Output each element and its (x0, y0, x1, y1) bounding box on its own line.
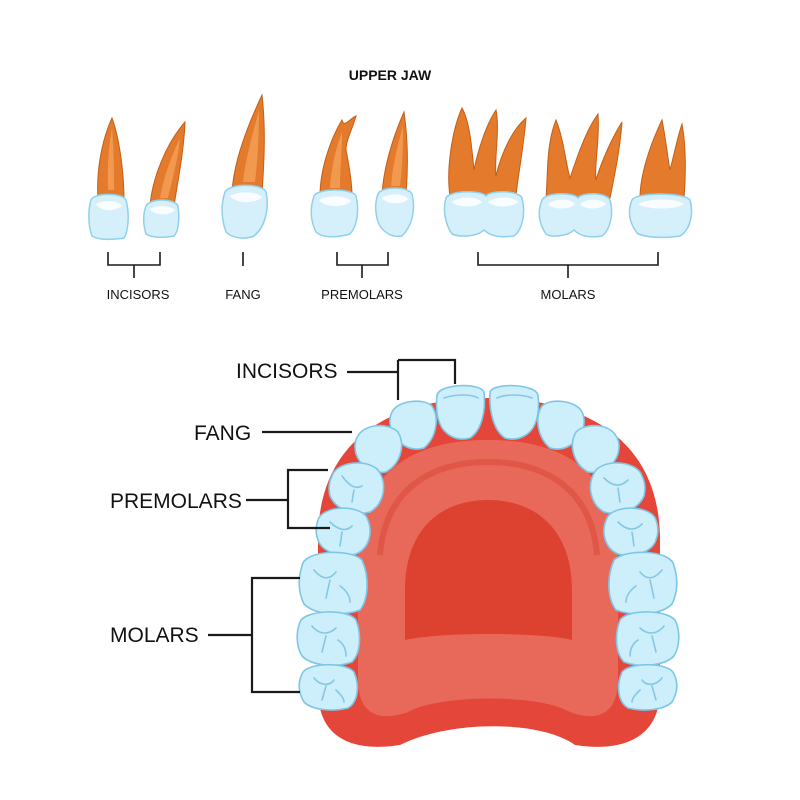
arch-incisor-2 (489, 384, 540, 440)
label-incisors-arch: INCISORS (236, 360, 338, 383)
molar-tooth-1 (443, 106, 527, 238)
dental-arch (296, 384, 680, 747)
label-incisors-top: INCISORS (107, 287, 170, 302)
arch-fang-left (354, 424, 403, 474)
diagram-title: UPPER JAW (349, 67, 432, 83)
molar-tooth-3 (628, 118, 693, 239)
premolar-tooth-1 (310, 115, 359, 238)
incisor-tooth-1 (88, 116, 129, 241)
label-premolars-arch: PREMOLARS (110, 490, 242, 513)
arch-molar-right-2 (615, 611, 680, 667)
arch-incisor-1 (435, 384, 486, 440)
arch-fang-right (571, 424, 620, 474)
label-fang-arch: FANG (194, 422, 251, 445)
molar-tooth-2 (538, 112, 623, 238)
arch-molar-left-1 (298, 551, 368, 615)
arch-premolar-right-2 (603, 507, 659, 556)
fang-tooth (221, 93, 268, 239)
label-molars-top: MOLARS (541, 287, 596, 302)
label-fang-top: FANG (225, 287, 260, 302)
arch-molar-left-3 (298, 663, 359, 711)
molars-bracket (477, 252, 659, 278)
arch-premolar-left-1 (328, 462, 385, 514)
premolars-bracket (336, 252, 389, 278)
arch-premolars-bracket (246, 468, 330, 530)
incisors-bracket (107, 252, 161, 278)
arch-molars-bracket (208, 576, 300, 694)
arch-premolar-left-2 (315, 507, 371, 556)
premolar-tooth-2 (375, 110, 415, 238)
arch-molar-right-1 (608, 551, 678, 615)
arch-incisors-bracket (347, 358, 457, 400)
arch-molar-left-2 (296, 611, 361, 667)
incisor-tooth-2 (143, 120, 186, 239)
label-molars-arch: MOLARS (110, 624, 199, 647)
inner-palate (405, 500, 572, 640)
arch-incisor-3 (388, 400, 437, 450)
arch-molar-right-3 (617, 663, 678, 711)
label-premolars-top: PREMOLARS (321, 287, 403, 302)
